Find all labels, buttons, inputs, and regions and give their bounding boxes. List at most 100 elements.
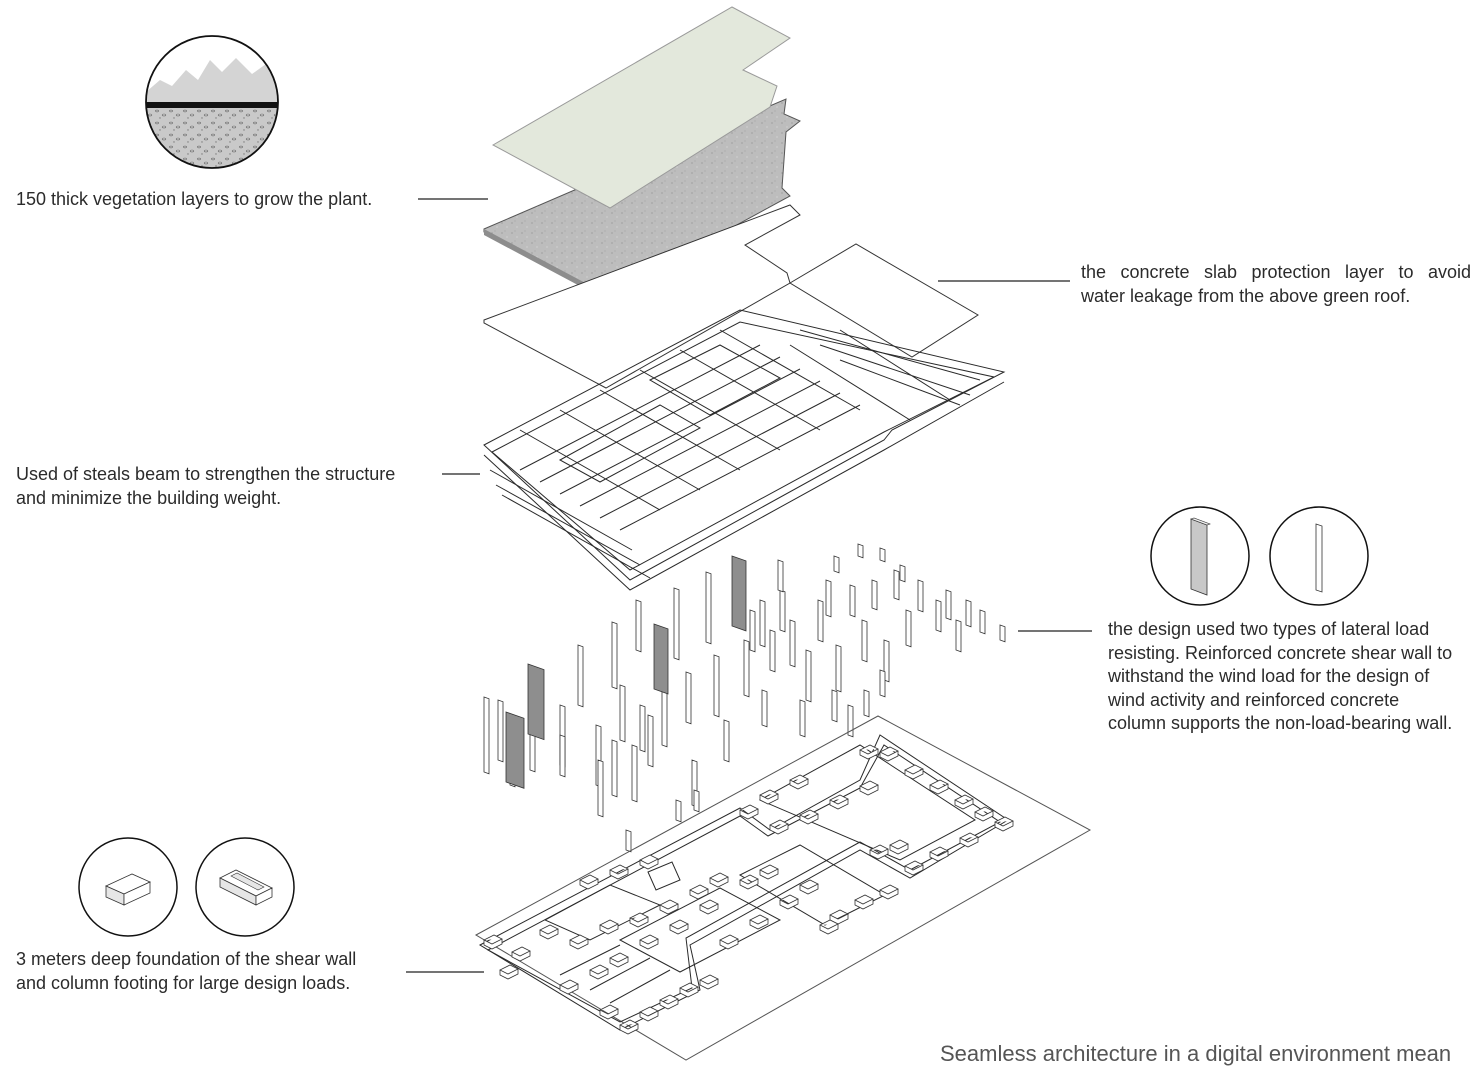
shear-wall-icon bbox=[1150, 506, 1250, 606]
footing-35 bbox=[559, 979, 579, 995]
footing-0 bbox=[483, 934, 503, 950]
column-24 bbox=[805, 649, 812, 703]
column-25 bbox=[817, 599, 824, 643]
lateral-load-line-1: the design used two types of lateral loa… bbox=[1108, 619, 1430, 639]
column-52 bbox=[693, 789, 700, 813]
column-21 bbox=[769, 629, 776, 673]
column-28 bbox=[849, 584, 856, 618]
column-51 bbox=[675, 799, 682, 823]
column-50 bbox=[625, 829, 632, 853]
column-56 bbox=[899, 564, 906, 583]
shear-wall-3 bbox=[731, 555, 747, 632]
soil-section-icon bbox=[145, 35, 279, 169]
footing-43 bbox=[789, 774, 809, 790]
column-array bbox=[483, 543, 1006, 853]
concrete-slab-line-2: water leakage from the above green roof. bbox=[1081, 286, 1411, 306]
footing-46 bbox=[889, 839, 909, 855]
footing-7 bbox=[659, 899, 679, 915]
column-22 bbox=[779, 589, 786, 633]
column-0 bbox=[483, 696, 490, 775]
footing-1 bbox=[511, 946, 531, 962]
footing-18 bbox=[954, 794, 974, 810]
steel-beam-grid bbox=[483, 309, 1006, 591]
column-55 bbox=[879, 547, 886, 563]
isolated-footing-icon bbox=[78, 837, 178, 937]
concrete-slab-layer bbox=[483, 204, 979, 389]
column-41 bbox=[761, 689, 768, 728]
footing-37 bbox=[619, 1019, 639, 1035]
column-53 bbox=[857, 543, 864, 559]
footing-15 bbox=[879, 746, 899, 762]
footing-48 bbox=[609, 864, 629, 880]
footing-6 bbox=[629, 912, 649, 928]
column-30 bbox=[871, 579, 878, 611]
column-34 bbox=[917, 579, 924, 613]
column-11 bbox=[661, 689, 668, 748]
footing-40 bbox=[679, 982, 699, 998]
footing-45 bbox=[869, 844, 889, 860]
footing-49 bbox=[579, 874, 599, 890]
column-20 bbox=[759, 599, 766, 648]
steel-beam-annotation: Used of steals beam to strengthen the st… bbox=[16, 462, 395, 510]
footing-blocks bbox=[483, 744, 1014, 1035]
column-7 bbox=[619, 684, 626, 743]
footing-33 bbox=[609, 952, 629, 968]
footing-14 bbox=[859, 780, 879, 796]
steel-beam-line-2: and minimize the building weight. bbox=[16, 488, 282, 508]
lateral-load-line-4: wind activity and reinforced concrete bbox=[1108, 689, 1400, 710]
column-37 bbox=[955, 619, 962, 653]
column-4 bbox=[577, 644, 584, 708]
column-47 bbox=[879, 669, 886, 698]
column-23 bbox=[789, 619, 796, 668]
lateral-load-line-2: resisting. Reinforced concrete shear wal… bbox=[1108, 642, 1453, 663]
vegetation-text: 150 thick vegetation layers to grow the … bbox=[16, 189, 373, 209]
column-19 bbox=[749, 609, 756, 653]
footing-12 bbox=[799, 809, 819, 825]
column-39 bbox=[979, 609, 986, 635]
column-26 bbox=[825, 579, 832, 618]
footing-25 bbox=[854, 894, 874, 910]
column-27 bbox=[835, 644, 842, 693]
foundation-annotation: 3 meters deep foundation of the shear wa… bbox=[16, 947, 356, 995]
footing-41 bbox=[699, 974, 719, 990]
column-48 bbox=[597, 759, 604, 818]
column-38 bbox=[965, 599, 972, 628]
column-58 bbox=[559, 734, 566, 778]
footing-11 bbox=[769, 819, 789, 835]
footing-34 bbox=[589, 964, 609, 980]
footing-44 bbox=[859, 744, 879, 760]
column-54 bbox=[833, 555, 840, 574]
footing-52 bbox=[779, 894, 799, 910]
footing-2 bbox=[499, 964, 519, 980]
footing-19 bbox=[974, 806, 994, 822]
column-59 bbox=[639, 704, 646, 753]
column-16 bbox=[713, 654, 720, 718]
footing-24 bbox=[879, 884, 899, 900]
column-32 bbox=[893, 569, 900, 601]
footing-5 bbox=[599, 919, 619, 935]
footing-32 bbox=[639, 934, 659, 950]
strip-footing-icon bbox=[195, 837, 295, 937]
steel-beam-line-1: Used of steals beam to strengthen the st… bbox=[16, 464, 396, 484]
column-35 bbox=[935, 599, 942, 633]
footing-4 bbox=[569, 934, 589, 950]
vegetation-annotation: 150 thick vegetation layers to grow the … bbox=[16, 187, 372, 211]
footing-23 bbox=[904, 860, 924, 876]
footing-31 bbox=[669, 919, 689, 935]
concrete-slab-line-1: the concrete slab protection layer to av… bbox=[1081, 262, 1471, 282]
leader-lines bbox=[406, 198, 1092, 973]
footing-36 bbox=[599, 1004, 619, 1020]
lateral-load-annotation: the design used two types of lateral loa… bbox=[1108, 618, 1452, 736]
footing-21 bbox=[959, 832, 979, 848]
footing-29 bbox=[739, 874, 759, 890]
column-9 bbox=[635, 599, 642, 653]
column-17 bbox=[723, 719, 730, 763]
footing-53 bbox=[799, 879, 819, 895]
column-40 bbox=[999, 624, 1006, 643]
footing-17 bbox=[929, 779, 949, 795]
footing-13 bbox=[829, 794, 849, 810]
shear-wall-2 bbox=[653, 623, 669, 695]
footing-51 bbox=[749, 914, 769, 930]
footing-22 bbox=[929, 846, 949, 862]
